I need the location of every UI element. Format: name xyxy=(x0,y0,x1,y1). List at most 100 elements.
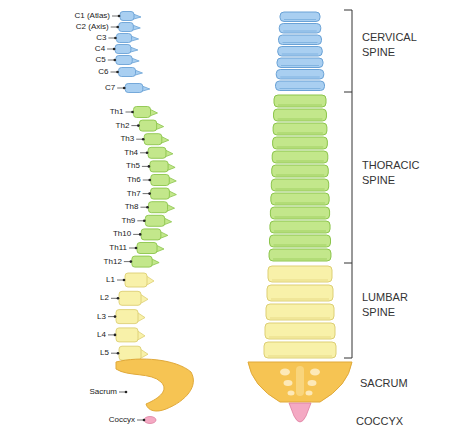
vertebra-label: C2 (Axis) xyxy=(76,23,109,31)
vertebra-front xyxy=(273,123,327,135)
vertebra-side xyxy=(144,134,162,145)
vertebra-side xyxy=(141,229,161,240)
vertebra-rim xyxy=(283,31,317,32)
vertebra-front xyxy=(270,207,329,219)
vertebra-label: L2 xyxy=(100,294,109,302)
leader-dot xyxy=(148,192,151,195)
vertebra-rim xyxy=(283,42,318,43)
vertebra-side xyxy=(120,12,134,21)
vertebra-front xyxy=(278,47,323,57)
vertebra-side xyxy=(116,310,138,324)
vertebra-front xyxy=(272,165,329,177)
coccyx-front xyxy=(289,403,311,422)
leader-dot xyxy=(117,352,120,355)
leader-dot xyxy=(116,71,119,74)
vertebra-label: Th8 xyxy=(125,203,139,211)
vertebra-front xyxy=(276,81,325,91)
leader-dot xyxy=(146,206,149,209)
vertebra-side xyxy=(145,215,164,226)
leader-dot xyxy=(130,260,133,263)
vertebra-rim xyxy=(278,119,323,120)
leader-dot xyxy=(114,37,117,40)
coccyx-side xyxy=(144,417,156,424)
vertebra-side xyxy=(119,346,141,360)
vertebra-rim xyxy=(280,88,321,89)
vertebra-label: Th11 xyxy=(109,244,127,252)
vertebra-front xyxy=(274,95,326,107)
front-view xyxy=(264,12,336,358)
vertebra-rim xyxy=(274,231,326,232)
vertebra-rim xyxy=(269,337,331,338)
vertebra-front xyxy=(273,137,328,149)
vertebra-label: Th3 xyxy=(120,135,134,143)
vertebra-label: L4 xyxy=(97,331,106,339)
leader-dot xyxy=(114,315,117,318)
vertebra-front xyxy=(274,109,327,121)
vertebra-rim xyxy=(282,54,319,55)
leader-dot xyxy=(123,87,126,90)
vertebra-label: Th5 xyxy=(126,162,140,170)
vertebra-rim xyxy=(274,245,327,246)
vertebra-front xyxy=(279,24,321,34)
vertebra-front xyxy=(267,285,333,301)
vertebra-front xyxy=(276,70,324,80)
vertebra-label: Th6 xyxy=(127,176,141,184)
vertebra-side xyxy=(116,56,132,65)
vertebra-rim xyxy=(278,105,322,106)
vertebra-side xyxy=(116,34,131,43)
vertebra-label: C6 xyxy=(98,68,108,76)
vertebra-front xyxy=(279,35,322,45)
vertebra-rim xyxy=(275,189,324,190)
vertebra-label: C5 xyxy=(96,56,106,64)
vertebra-side xyxy=(116,328,138,342)
leader-dot xyxy=(118,15,121,18)
vertebra-side xyxy=(119,23,134,32)
region-bracket xyxy=(344,10,352,358)
vertebra-label: Th12 xyxy=(104,258,122,266)
vertebra-label: Th10 xyxy=(113,230,131,238)
vertebra-rim xyxy=(280,77,320,78)
vertebra-rim xyxy=(271,299,329,300)
vertebra-front xyxy=(264,342,336,358)
region-label: CERVICAL SPINE xyxy=(362,30,434,60)
vertebra-rim xyxy=(276,161,324,162)
vertebra-label: L5 xyxy=(100,349,109,357)
vertebra-rim xyxy=(268,356,332,357)
vertebra-rim xyxy=(277,133,323,134)
region-label: SACRUM xyxy=(360,376,440,391)
vertebra-label: C3 xyxy=(96,34,106,42)
vertebra-front xyxy=(269,249,331,261)
vertebra-label: C4 xyxy=(95,45,105,53)
vertebra-side xyxy=(125,84,143,93)
region-label: COCCYX xyxy=(356,414,436,429)
leader-dot xyxy=(131,111,134,114)
vertebra-side xyxy=(119,291,141,305)
leader-dot xyxy=(143,419,146,422)
leader-dot xyxy=(116,26,119,29)
leader-dot xyxy=(114,334,117,337)
vertebra-rim xyxy=(284,19,316,20)
vertebra-side xyxy=(151,188,170,199)
leader-dot xyxy=(143,220,146,223)
vertebra-rim xyxy=(273,259,327,260)
vertebra-label: Th4 xyxy=(124,149,138,157)
vertebra-label: Th7 xyxy=(127,190,141,198)
vertebra-label: L1 xyxy=(106,276,115,284)
sacrum-side xyxy=(116,359,193,411)
leader-dot xyxy=(146,152,149,155)
vertebra-front xyxy=(280,12,320,22)
vertebra-label: L3 xyxy=(97,313,106,321)
vertebra-label: C7 xyxy=(105,84,115,92)
leader-dot xyxy=(142,138,145,141)
vertebra-front xyxy=(271,179,328,191)
vertebra-rim xyxy=(281,65,319,66)
vertebra-side xyxy=(151,175,170,186)
vertebra-side xyxy=(137,243,157,254)
vertebra-label: Sacrum xyxy=(89,388,117,396)
leader-lines xyxy=(107,15,151,422)
leader-dot xyxy=(114,59,117,62)
leader-dot xyxy=(125,391,128,394)
sacrum-front xyxy=(248,362,352,402)
vertebra-front xyxy=(268,266,332,282)
